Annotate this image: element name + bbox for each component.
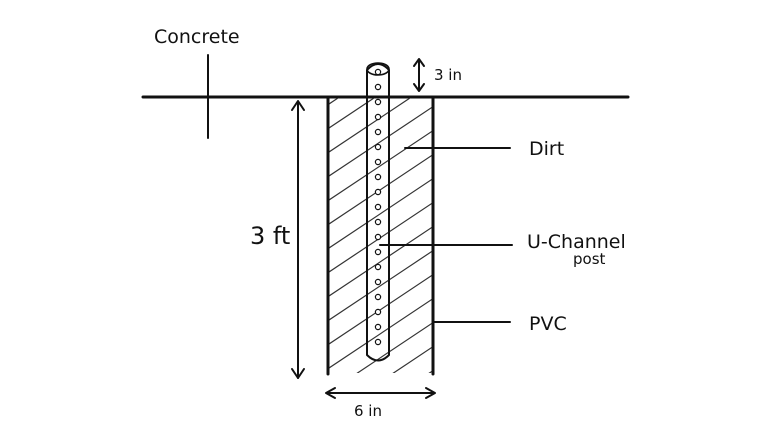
depth-dimension	[291, 100, 305, 379]
dirt-hatching	[329, 98, 432, 373]
post-hole	[374, 233, 382, 241]
post-hole	[374, 188, 382, 196]
post-hole	[374, 338, 382, 346]
extension-dimension	[413, 58, 425, 92]
width-label: 6 in	[354, 402, 382, 420]
depth-label: 3 ft	[250, 222, 290, 250]
post-hole	[374, 143, 382, 151]
post-hole	[374, 218, 382, 226]
hatch-line	[329, 178, 432, 249]
post-hole	[374, 248, 382, 256]
hatch-line	[329, 298, 432, 369]
width-dimension	[325, 387, 436, 399]
post-holes	[374, 68, 382, 346]
post-hole	[374, 278, 382, 286]
hatch-line	[356, 322, 432, 373]
post-label-line2: post	[573, 250, 606, 268]
post-hole	[374, 203, 382, 211]
extension-label: 3 in	[434, 66, 462, 84]
post-hole	[374, 98, 382, 106]
post-hole	[374, 308, 382, 316]
hatch-line	[329, 250, 432, 321]
hatch-line	[329, 106, 432, 177]
dirt-label: Dirt	[529, 138, 564, 160]
post-hole	[374, 113, 382, 121]
post-label-line1: U-Channel	[527, 231, 626, 253]
hatch-line	[329, 130, 432, 201]
hatch-line	[329, 98, 376, 129]
post-hole	[374, 293, 382, 301]
post-hole	[374, 323, 382, 331]
hatch-line	[392, 346, 432, 373]
hatch-line	[329, 226, 432, 297]
post-hole	[374, 173, 382, 181]
post-hole	[374, 128, 382, 136]
post-hole	[374, 68, 382, 76]
post-hole	[374, 263, 382, 271]
post-hole	[374, 83, 382, 91]
concrete-label: Concrete	[154, 26, 240, 48]
pvc-label: PVC	[529, 313, 567, 335]
u-channel-post	[366, 62, 390, 362]
post-hole	[374, 158, 382, 166]
